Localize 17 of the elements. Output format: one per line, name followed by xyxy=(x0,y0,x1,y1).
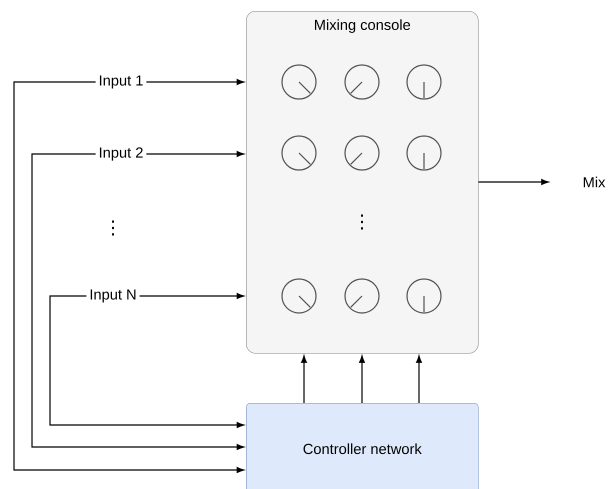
arrow xyxy=(301,356,307,403)
arrow xyxy=(13,81,244,473)
ellipsis: ⋮ xyxy=(361,214,363,230)
arrow xyxy=(146,151,244,157)
arrow xyxy=(359,356,365,403)
signal-label: Input N xyxy=(90,289,136,303)
signal-label: Mix xyxy=(584,176,606,188)
controller-box: Controller network xyxy=(246,403,479,489)
arrow xyxy=(31,153,244,450)
ellipsis: ⋮ xyxy=(112,220,114,236)
arrow xyxy=(140,293,244,299)
arrow xyxy=(478,179,549,185)
arrow xyxy=(416,356,422,403)
arrow xyxy=(49,295,244,428)
signal-label: Input 1 xyxy=(100,75,143,89)
arrow xyxy=(146,79,244,85)
signal-label: Input 2 xyxy=(100,147,143,161)
